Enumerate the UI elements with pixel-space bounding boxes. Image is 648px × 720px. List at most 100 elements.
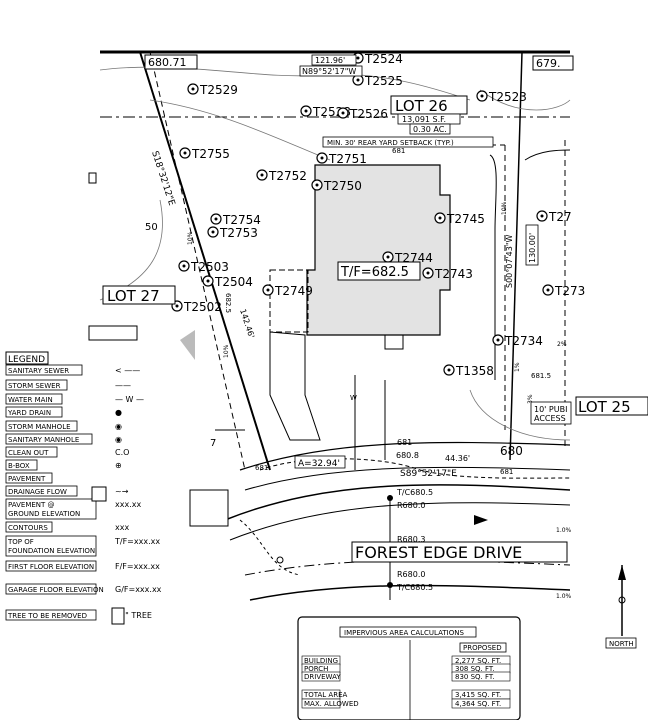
road-centerline [244, 560, 571, 576]
tree-label: T2525 [364, 74, 403, 88]
lot25-box [575, 396, 648, 416]
legend-label: CONTOURS [8, 524, 48, 532]
flow-arrow-icon [474, 515, 488, 525]
tc-label: T/C680.5 [396, 583, 433, 592]
legend-title-box [5, 351, 49, 365]
porch-step [384, 334, 404, 350]
tree-center-icon [175, 304, 179, 308]
tree-label: T2524 [364, 52, 403, 66]
tree-label: T2751 [328, 152, 367, 166]
legend-symbol: F/F=xxx.xx [115, 562, 160, 571]
bearing-east: S00°07'43"W [505, 235, 514, 288]
legend-label: WATER MAIN [8, 396, 53, 404]
north-label: NORTH [609, 640, 634, 648]
elev-label: 681 [500, 468, 513, 476]
legend-symbol: ⊕ [115, 461, 122, 470]
elev-label: 681 [255, 464, 268, 472]
curb-line [249, 584, 571, 601]
tree-label: T2734 [504, 334, 543, 348]
r-label: R680.3 [397, 535, 425, 544]
tree-label: T2753 [219, 226, 258, 240]
tree-center-icon [356, 56, 360, 60]
lot26-label: LOT 26 [395, 97, 448, 115]
lot27-box [102, 285, 176, 305]
legend-label: SANITARY SEWER [8, 367, 69, 375]
tree-label: T27 [548, 210, 572, 224]
access-line2: ACCESS [534, 414, 566, 423]
impervious-col: PROPOSED [463, 644, 502, 652]
legend-label-box [5, 364, 83, 376]
tree-removed-icon [111, 607, 125, 625]
imp-label-box [301, 671, 341, 682]
front-bearing: S89°52'17"E [400, 469, 457, 479]
tree-label: T2749 [274, 284, 313, 298]
legend-symbol: —— [115, 381, 131, 390]
legend-label: B-BOX [8, 462, 30, 470]
legend-label: PAVEMENT @ [8, 501, 55, 509]
legend-label: STORM MANHOLE [8, 423, 71, 431]
lot26-acres-box [409, 123, 451, 135]
legend-label: PAVEMENT [8, 475, 46, 483]
legend-title: LEGEND [8, 355, 45, 365]
imp-row-value: 830 SQ. FT. [455, 673, 495, 681]
west-setback-line [149, 51, 246, 471]
contour-line [99, 66, 471, 101]
legend-label-box [5, 485, 78, 497]
legend-symbol: < —— [115, 366, 140, 375]
tree-label: T1358 [455, 364, 494, 378]
tree-label: T2750 [323, 179, 362, 193]
imp-row-value: 2,277 SQ. FT. [455, 657, 501, 665]
marker-box [88, 172, 97, 184]
legend: LEGEND SANITARY SEWER< ——STORM SEWER——WA… [5, 351, 162, 625]
legend-label: FOUNDATION ELEVATION [8, 547, 95, 555]
legend-label: YARD DRAIN [7, 409, 51, 417]
east-lot-line [509, 51, 523, 461]
slope-mark: 10% [501, 201, 508, 215]
tree-label: T2743 [434, 267, 473, 281]
tree-center-icon [315, 183, 319, 187]
slope-mark: 1% [514, 362, 521, 372]
tree-label: T2526 [349, 107, 388, 121]
legend-label: GROUND ELEVATION [8, 510, 80, 518]
legend-symbol: C.O [115, 448, 129, 457]
drainage-box [91, 486, 107, 502]
elev-679: 679. [536, 57, 561, 70]
tree-label: T2502 [183, 300, 222, 314]
north-box [605, 637, 637, 649]
tree-center-icon [183, 151, 187, 155]
dist-east: 130.00' [528, 233, 537, 263]
dim-rear: 121.96' [315, 56, 345, 65]
empty-label-box [88, 325, 138, 341]
sidewalk-edge [239, 441, 571, 471]
tc-label: T/C680.5 [396, 488, 433, 497]
north-arrow-head-icon [618, 565, 626, 580]
impervious-title: IMPERVIOUS AREA CALCULATIONS [344, 629, 464, 637]
tree-label: T2752 [268, 169, 307, 183]
elev-680-71: 680.71 [148, 56, 187, 69]
tree-center-icon [356, 78, 360, 82]
legend-symbol: 11" TREE [115, 611, 152, 620]
contour-line [99, 199, 163, 301]
curve-box [294, 455, 346, 469]
access-box [530, 401, 572, 425]
tree-center-icon [426, 271, 430, 275]
curb-line [224, 484, 571, 521]
tree-center-icon [211, 230, 215, 234]
legend-label: CLEAN OUT [8, 449, 49, 457]
east-pavement-edge [524, 149, 571, 161]
lot27-label: LOT 27 [107, 287, 160, 305]
slope-mark: 1.0% [556, 593, 572, 600]
imp-row-label: BUILDING [304, 657, 338, 665]
tree-label: T2529 [199, 83, 238, 97]
tree-center-icon [214, 217, 218, 221]
legend-label-box [5, 521, 53, 533]
legend-label-box [5, 379, 68, 391]
legend-label-box [5, 609, 97, 621]
imp-row-label: DRIVEWAY [304, 673, 341, 681]
elev-label: 680.8 [396, 451, 419, 460]
imp-value-box [451, 698, 511, 709]
legend-label: TREE TO BE REMOVED [7, 612, 87, 620]
imp-row-value: 308 SQ. FT. [455, 665, 495, 673]
